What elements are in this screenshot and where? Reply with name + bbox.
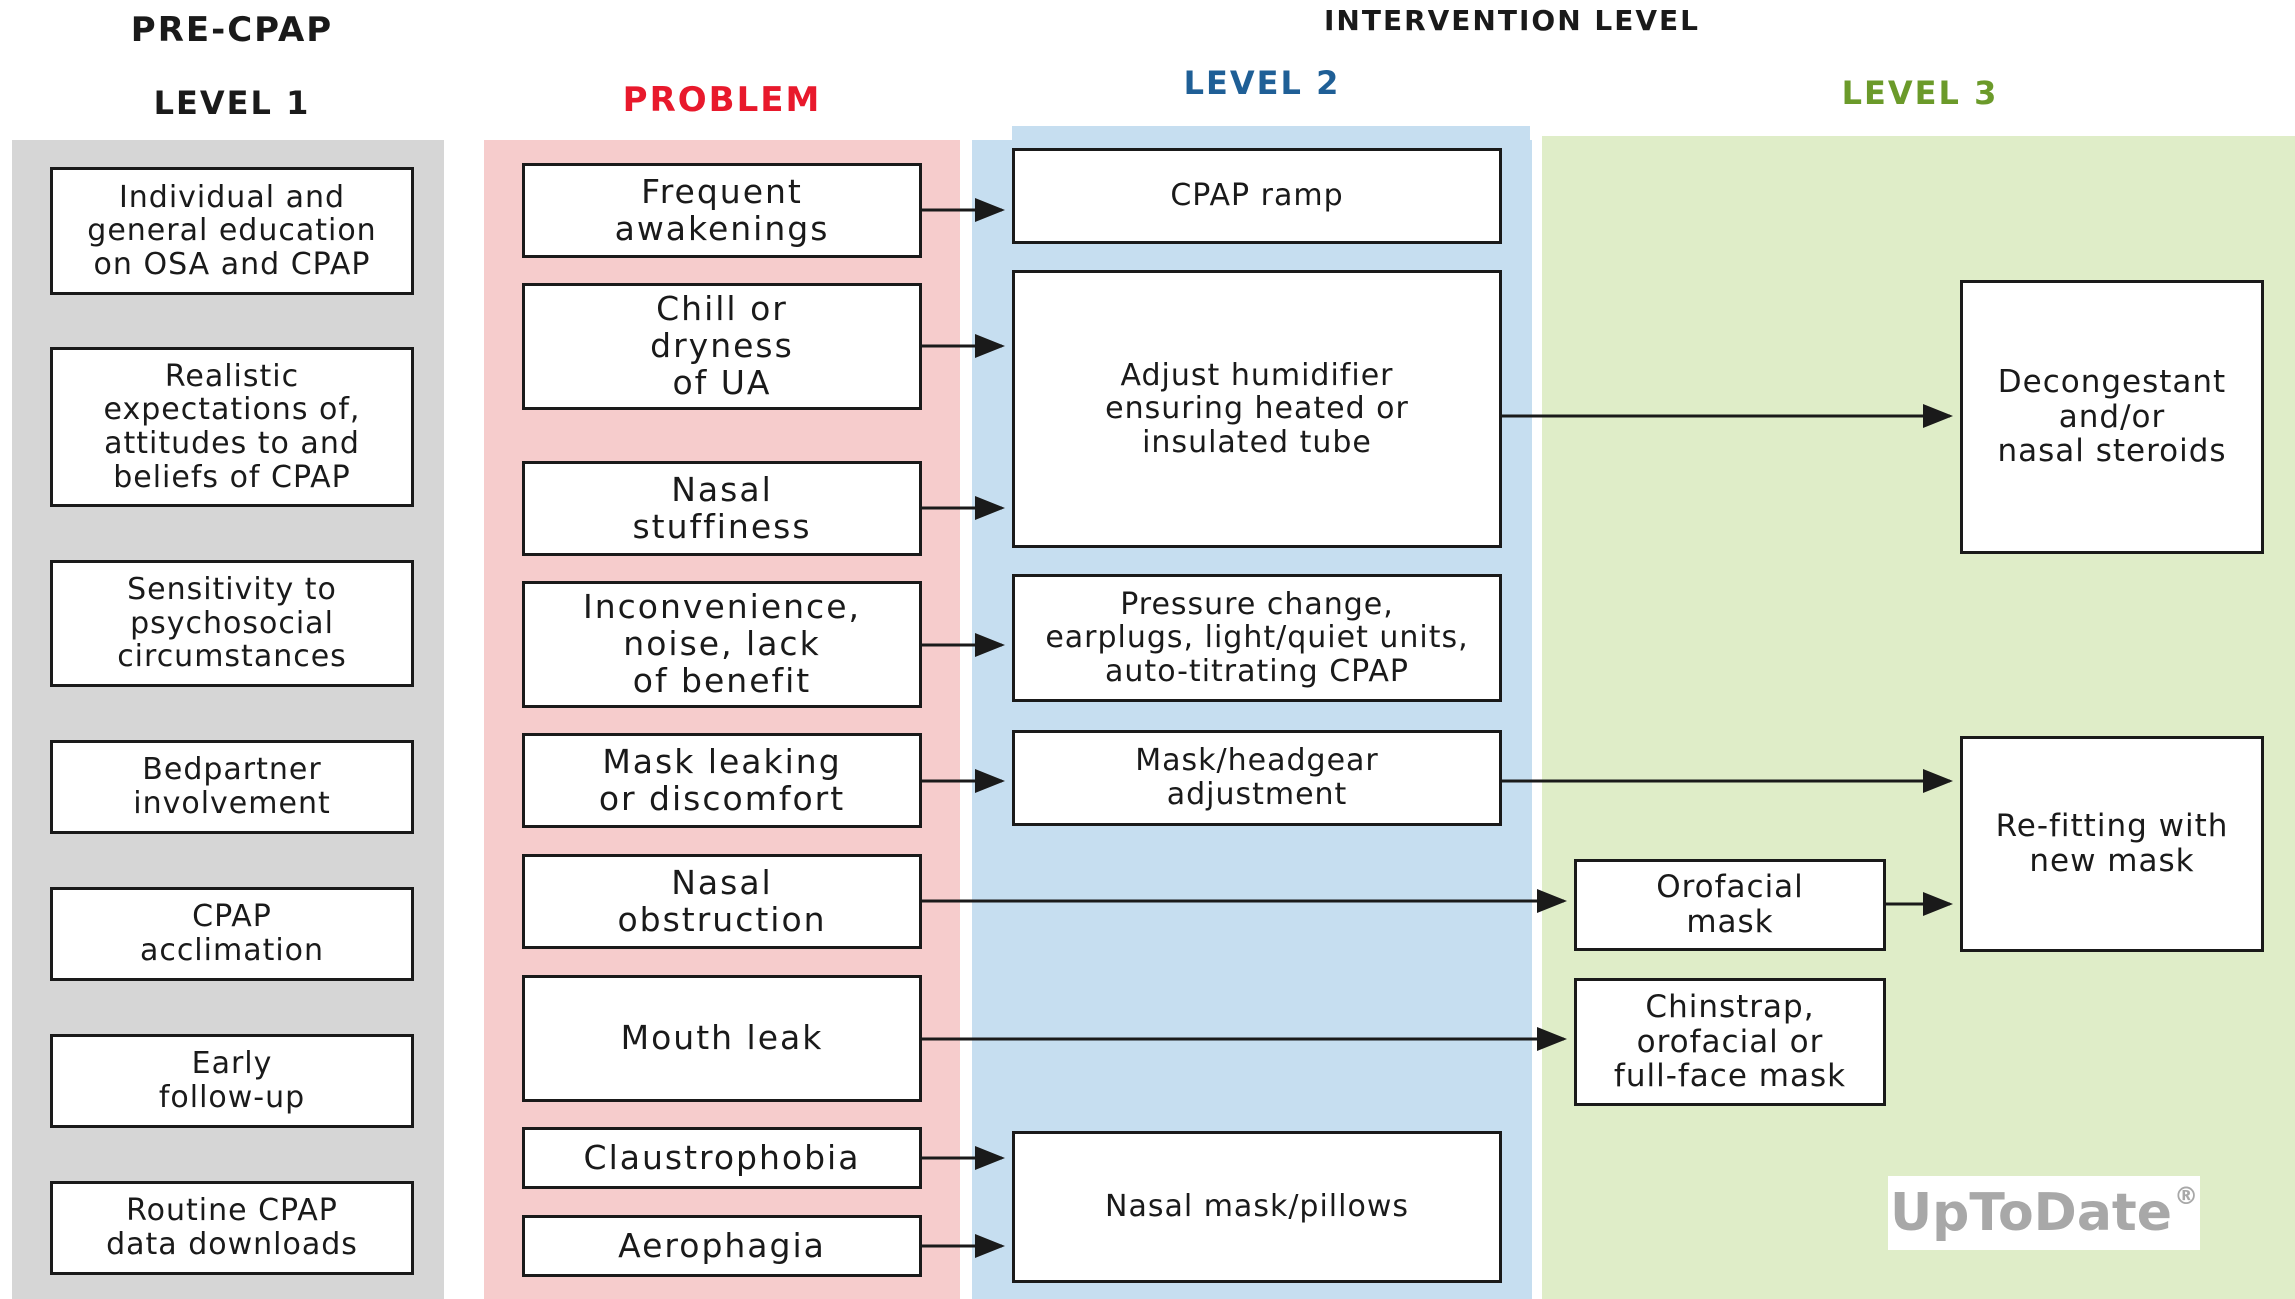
- level2-box-mask-headgear: Mask/headgear adjustment: [1012, 730, 1502, 826]
- problem-box-nasal-obstruction: Nasal obstruction: [522, 854, 922, 949]
- problem-box-frequent-awakenings: Frequent awakenings: [522, 163, 922, 258]
- level3-box-chinstrap: Chinstrap, orofacial or full-face mask: [1574, 978, 1886, 1106]
- level1-box-expectations: Realistic expectations of, attitudes to …: [50, 347, 414, 507]
- intervention-level-header: INTERVENTION LEVEL: [1324, 4, 1700, 37]
- pre-cpap-header: PRE-CPAP: [130, 10, 334, 50]
- problem-box-chill-dryness: Chill or dryness of UA: [522, 283, 922, 410]
- level2-column-top: [1012, 126, 1530, 146]
- problem-header: PROBLEM: [622, 80, 822, 120]
- level2-box-humidifier: Adjust humidifier ensuring heated or ins…: [1012, 270, 1502, 548]
- problem-box-nasal-stuffiness: Nasal stuffiness: [522, 461, 922, 556]
- level3-box-orofacial-mask: Orofacial mask: [1574, 859, 1886, 951]
- level1-box-acclimation: CPAP acclimation: [50, 887, 414, 981]
- level3-box-decongestant: Decongestant and/or nasal steroids: [1960, 280, 2264, 554]
- level2-box-pressure-change: Pressure change, earplugs, light/quiet u…: [1012, 574, 1502, 702]
- level1-box-data-downloads: Routine CPAP data downloads: [50, 1181, 414, 1275]
- problem-box-aerophagia: Aerophagia: [522, 1215, 922, 1277]
- problem-box-mask-leaking: Mask leaking or discomfort: [522, 733, 922, 828]
- level1-box-sensitivity: Sensitivity to psychosocial circumstance…: [50, 560, 414, 687]
- level1-header: LEVEL 1: [153, 84, 311, 122]
- level3-header: LEVEL 3: [1841, 74, 1999, 112]
- level2-header: LEVEL 2: [1183, 64, 1341, 102]
- level3-box-refitting: Re-fitting with new mask: [1960, 736, 2264, 952]
- registered-mark: ®: [2174, 1182, 2199, 1210]
- problem-box-inconvenience: Inconvenience, noise, lack of benefit: [522, 581, 922, 708]
- problem-box-claustrophobia: Claustrophobia: [522, 1127, 922, 1189]
- level2-box-cpap-ramp: CPAP ramp: [1012, 148, 1502, 244]
- level2-box-nasal-mask-pillows: Nasal mask/pillows: [1012, 1131, 1502, 1283]
- level1-box-follow-up: Early follow-up: [50, 1034, 414, 1128]
- level1-box-bedpartner: Bedpartner involvement: [50, 740, 414, 834]
- logo-text: UpToDate: [1889, 1183, 2173, 1243]
- problem-box-mouth-leak: Mouth leak: [522, 975, 922, 1102]
- level1-box-education: Individual and general education on OSA …: [50, 167, 414, 295]
- uptodate-logo: UpToDate®: [1888, 1176, 2200, 1250]
